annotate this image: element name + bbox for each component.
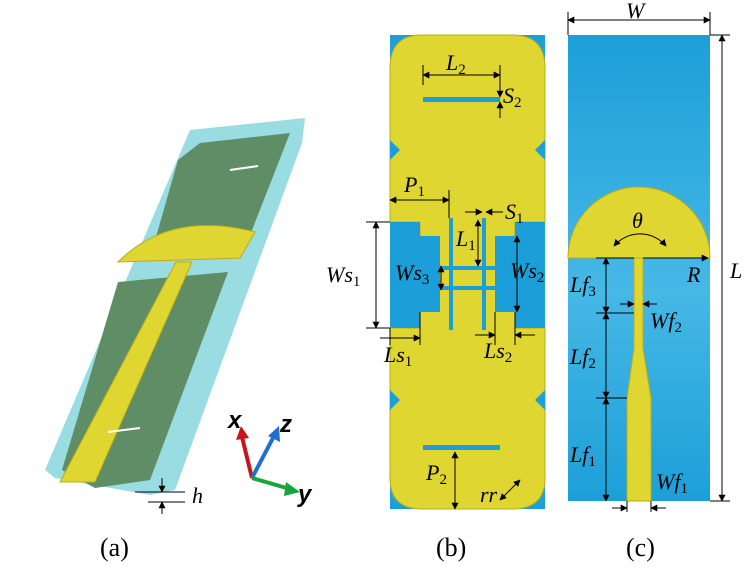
slot-line-3d-2 [107,427,141,433]
S2-label: S2 [503,83,522,111]
axis-z-label: z [279,411,292,438]
R-dimension: R [643,254,709,287]
Lf3-label: Lf3 [569,272,596,300]
S1-dimension: S1 [465,199,524,227]
center-slot-right [482,218,486,330]
panel-c-bottom-view: θ R W L Lf3 Lf2 Lf1 [567,0,742,562]
theta-label: θ [632,208,643,233]
W-label: W [626,0,646,23]
axis-x-label: x [226,407,243,434]
Ls2-dimension: Ls2 [475,312,535,366]
caption-c: (c) [626,533,655,562]
panel-b-top-view: L2 S2 P1 S1 L1 Ws1 Ws2 [326,34,546,562]
radiator-copper [389,34,546,510]
Ws2-label: Ws2 [510,258,544,286]
slot-line-3d [229,165,259,171]
axis-z-arrow [250,435,276,479]
caption-b: (b) [436,533,466,562]
axis-triad: x z y [226,407,313,508]
P2-label: P2 [425,460,447,488]
axis-x-arrow [240,436,254,479]
caption-a: (a) [100,533,129,562]
Ls1-label: Ls1 [383,342,412,370]
feed-line-3d [59,261,193,483]
Wf2-dimension: Wf2 [620,300,682,336]
S1-label: S1 [505,199,524,227]
Lf2-label: Lf2 [569,344,596,372]
center-slot-h2 [440,286,495,290]
top-slot-bar [423,97,500,102]
Ws1-label: Ws1 [326,262,360,290]
P1-dimension: P1 [389,172,450,218]
Wf1-dimension: Wf1 [612,469,688,512]
L-dimension: L [710,34,742,502]
h-dimension: h [135,478,203,514]
P1-label: P1 [403,172,425,200]
Ws1-dimension: Ws1 [326,221,390,329]
Ls1-dimension: Ls1 [380,312,421,370]
axis-x-head [236,426,249,440]
Ws3-label: Ws3 [395,260,429,288]
L1-dimension: L1 [455,219,482,267]
L2-label: L2 [445,50,466,78]
axis-y-head [284,482,300,496]
R-label: R [686,262,701,287]
Lf-dimensions: Lf3 Lf2 Lf1 [569,257,634,502]
bottom-slot-bar [423,445,500,450]
S2-dimension: S2 [496,82,522,118]
theta-angle: θ [613,208,667,247]
stepped-slot-left [390,222,440,328]
Lf1-label: Lf1 [569,442,596,470]
semicircle-patch-3d [116,224,256,263]
h-label: h [192,483,203,508]
side-notch-left-1 [390,140,400,160]
axis-y-arrow [251,476,291,491]
center-slot-left [449,218,453,330]
panel-a-3d-view: h x z y (a) [45,118,313,562]
side-notch-right-2 [535,390,545,410]
P2-dimension: P2 [425,451,459,510]
rr-dimension: rr [480,479,521,507]
Ws3-dimension: Ws3 [395,260,445,291]
axis-y-label: y [297,481,313,508]
side-notch-left-2 [390,390,400,410]
Wf1-label: Wf1 [656,469,688,497]
semicircle-patch [567,186,711,259]
L2-dimension: L2 [422,50,501,85]
rr-label: rr [480,482,498,507]
L1-label: L1 [455,226,476,254]
axis-z-head [268,426,280,442]
Ws2-dimension: Ws2 [510,235,544,313]
Wf2-label: Wf2 [650,308,682,336]
Ls2-label: Ls2 [483,338,512,366]
L-label: L [729,258,742,283]
center-slot-h1 [440,266,495,270]
W-dimension: W [567,0,711,35]
side-notch-right-1 [535,140,545,160]
